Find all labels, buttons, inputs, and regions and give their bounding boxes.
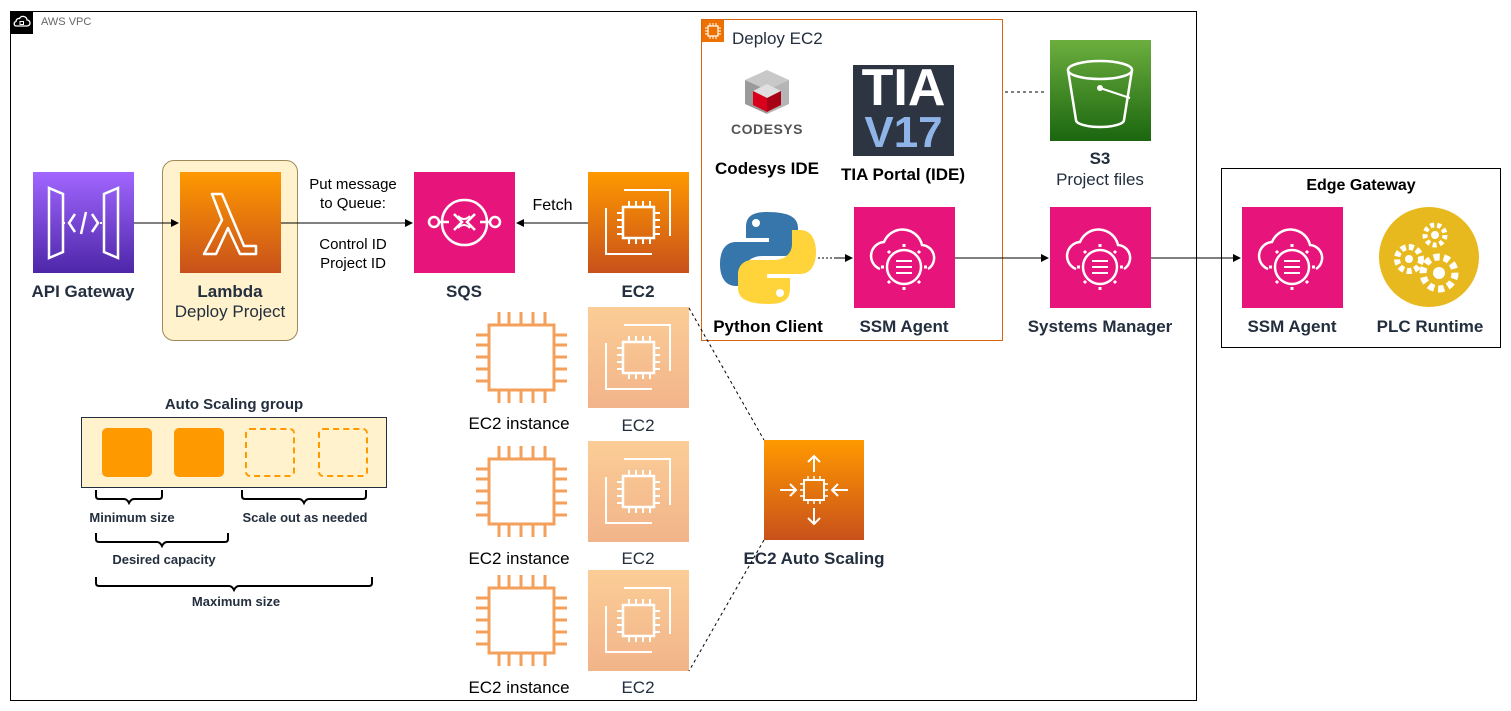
asg-title: Auto Scaling group — [164, 396, 304, 413]
asg-instance-dashed — [318, 428, 368, 477]
plc-runtime-gears-icon — [1379, 207, 1479, 307]
ec2-faded-label: EC2 — [621, 416, 655, 435]
asg-desired-capacity: Desired capacity — [112, 552, 216, 567]
asg-instance-filled — [174, 428, 224, 477]
put-message-line1: Put message — [309, 176, 397, 193]
ec2-instance-label: EC2 instance — [468, 414, 570, 433]
python-client-label: Python Client — [713, 317, 823, 336]
ec2-faded-icon — [588, 441, 689, 542]
systems-manager-label: Systems Manager — [1027, 317, 1173, 336]
ec2-auto-scaling-label: EC2 Auto Scaling — [743, 549, 885, 568]
ec2-instance-label: EC2 instance — [468, 549, 570, 568]
dashed-ec2-to-autoscaling — [688, 307, 765, 441]
s3-icon — [1050, 40, 1151, 141]
systems-manager-icon — [1050, 207, 1151, 308]
put-message-line2: to Queue: — [320, 195, 386, 212]
codesys-logo: CODESYS — [717, 62, 817, 150]
ssm-agent-edge-icon — [1242, 207, 1343, 308]
ec2-instance-icon — [476, 575, 567, 666]
asg-instance-dashed — [245, 428, 295, 477]
fetch-label: Fetch — [532, 197, 573, 214]
ssm-agent-deploy-icon — [854, 207, 955, 308]
ssm-agent-edge-label: SSM Agent — [1247, 317, 1337, 336]
lambda-label: Lambda — [197, 282, 263, 301]
put-message-line4: Project ID — [320, 255, 386, 272]
tia-portal-label: TIA Portal (IDE) — [840, 165, 966, 184]
ec2-faded-label: EC2 — [621, 549, 655, 568]
tia-portal-logo: TIA V17 — [853, 59, 954, 157]
deploy-ec2-group — [701, 19, 1003, 341]
dashed-autoscaling-to-ec2 — [688, 539, 765, 672]
ec2-instance-icon — [476, 446, 567, 537]
s3-sublabel: Project files — [1056, 170, 1144, 189]
aws-vpc-group — [10, 11, 1197, 701]
ec2-instance-label: EC2 instance — [468, 678, 570, 697]
asg-maximum-size: Maximum size — [191, 594, 281, 609]
edge-gateway-title: Edge Gateway — [1306, 177, 1416, 194]
ssm-agent-deploy-label: SSM Agent — [859, 317, 949, 336]
sqs-icon — [414, 172, 515, 273]
sqs-label: SQS — [446, 282, 482, 301]
asg-scale-out: Scale out as needed — [242, 510, 368, 525]
ec2-faded-icon — [588, 307, 689, 408]
put-message-line3: Control ID — [319, 236, 387, 253]
tia-logo-line1: TIA — [861, 59, 946, 117]
vpc-cloud-icon — [10, 11, 33, 34]
ec2-main-icon — [588, 172, 689, 273]
ec2-faded-icon — [588, 570, 689, 671]
codesys-logo-text: CODESYS — [731, 121, 803, 137]
asg-braces — [95, 490, 373, 593]
lambda-sublabel: Deploy Project — [174, 302, 286, 321]
lambda-icon — [180, 172, 281, 273]
tia-logo-line2: V17 — [864, 108, 943, 157]
api-gateway-icon — [33, 172, 134, 273]
plc-runtime-label: PLC Runtime — [1376, 317, 1484, 336]
deploy-ec2-title: Deploy EC2 — [732, 29, 823, 48]
ec2-faded-label: EC2 — [621, 678, 655, 697]
ec2-chip-icon — [702, 20, 724, 42]
ec2-auto-scaling-icon — [764, 440, 864, 540]
ec2-main-label: EC2 — [621, 282, 655, 301]
api-gateway-label: API Gateway — [31, 282, 135, 301]
asg-minimum-size: Minimum size — [89, 510, 175, 525]
s3-label: S3 — [1089, 149, 1111, 168]
python-logo-icon — [720, 212, 816, 304]
codesys-ide-label: Codesys IDE — [715, 159, 819, 178]
ec2-instance-icon — [476, 312, 567, 403]
vpc-label: AWS VPC — [41, 16, 92, 28]
asg-instance-filled — [102, 428, 152, 477]
